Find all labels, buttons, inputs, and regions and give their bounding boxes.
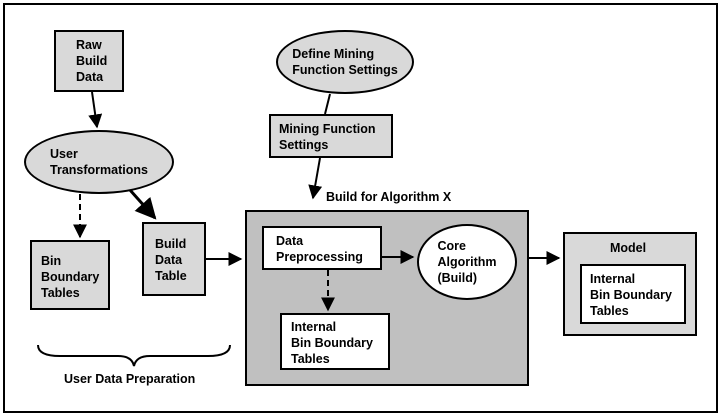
data-preprocessing-label: Data Preprocessing [276, 234, 363, 264]
bin-boundary-tables-box: Bin Boundary Tables [30, 240, 110, 310]
define-mining-function-settings-ellipse: Define Mining Function Settings [276, 30, 414, 94]
build-for-algorithm-x-label: Build for Algorithm X [326, 190, 452, 204]
internal-bin-boundary-tables-box: Internal Bin Boundary Tables [280, 313, 390, 370]
user-transformations-label: User Transformations [50, 147, 148, 177]
data-preprocessing-box: Data Preprocessing [262, 226, 382, 270]
core-algorithm-ellipse: Core Algorithm (Build) [417, 224, 517, 300]
build-data-table-label: Build Data Table [155, 237, 187, 283]
internal-bin-boundary-tables-label: Internal Bin Boundary Tables [291, 320, 373, 366]
mining-function-settings-box: Mining Function Settings [269, 114, 393, 158]
model-label: Model [610, 241, 647, 255]
model-internal-bin-boundary-tables-label: Internal Bin Boundary Tables [590, 272, 672, 318]
mining-function-settings-label: Mining Function Settings [279, 122, 376, 152]
arrow-transformations-to-build-data-table [128, 189, 157, 220]
user-transformations-ellipse: User Transformations [24, 130, 174, 194]
arrow-settings-to-algorithm [308, 157, 323, 200]
bin-boundary-tables-label: Bin Boundary Tables [41, 254, 100, 300]
model-internal-bin-boundary-tables-box: Internal Bin Boundary Tables [580, 264, 686, 324]
core-algorithm-label: Core Algorithm (Build) [437, 239, 497, 285]
define-mining-function-settings-label: Define Mining Function Settings [292, 47, 398, 77]
arrow-raw-to-transformations [88, 91, 103, 129]
user-data-preparation-label: User Data Preparation [64, 372, 196, 386]
line-define-to-settings [324, 93, 331, 115]
user-data-preparation-brace [37, 344, 231, 367]
build-data-table-box: Build Data Table [142, 222, 206, 296]
raw-build-data-box: Raw Build Data [54, 30, 124, 92]
raw-build-data-label: Raw Build Data [76, 38, 108, 84]
